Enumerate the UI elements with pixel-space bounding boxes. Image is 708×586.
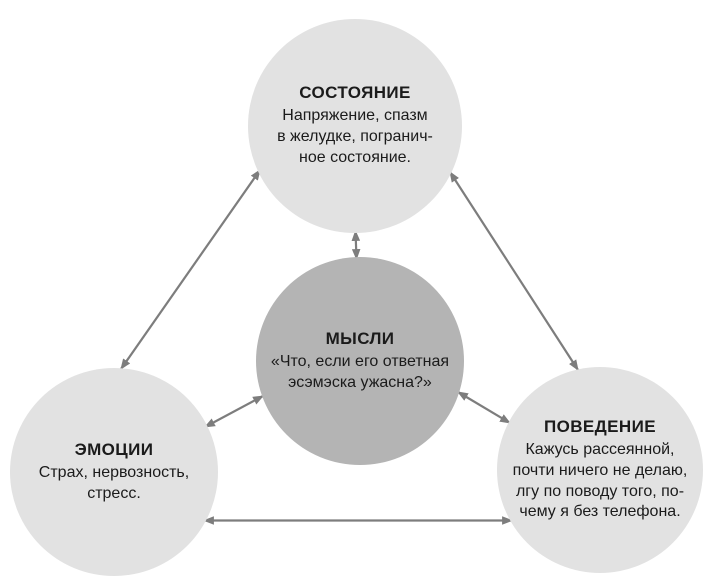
node-state-description: Напряжение, спазм в желудке, погранич- н… bbox=[277, 107, 433, 166]
double-arrow-state-behavior bbox=[449, 171, 579, 371]
double-arrow-state-emotions bbox=[120, 169, 261, 370]
node-thoughts-description: «Что, если его ответная эсэмэска ужасна?… bbox=[270, 352, 450, 391]
node-behavior-title: ПОВЕДЕНИЕ bbox=[544, 416, 656, 436]
double-arrow-thoughts-emotions bbox=[204, 395, 264, 428]
node-emotions-description: Страх, нервозность, стресс. bbox=[38, 463, 190, 502]
double-arrow-thoughts-behavior bbox=[457, 391, 511, 424]
node-behavior-description: Кажусь рассеянной, почти ничего не делаю… bbox=[512, 440, 688, 521]
node-behavior: ПОВЕДЕНИЕ Кажусь рассеянной, почти ничег… bbox=[497, 367, 703, 573]
node-state: СОСТОЯНИЕ Напряжение, спазм в желудке, п… bbox=[248, 19, 462, 233]
node-thoughts-title: МЫСЛИ bbox=[325, 328, 395, 348]
node-thoughts: МЫСЛИ «Что, если его ответная эсэмэска у… bbox=[256, 257, 464, 465]
node-emotions: ЭМОЦИИ Страх, нервозность, стресс. bbox=[10, 368, 218, 576]
node-state-title: СОСТОЯНИЕ bbox=[299, 83, 411, 103]
double-arrow-state-thoughts bbox=[351, 229, 361, 261]
node-emotions-title: ЭМОЦИИ bbox=[74, 439, 154, 459]
